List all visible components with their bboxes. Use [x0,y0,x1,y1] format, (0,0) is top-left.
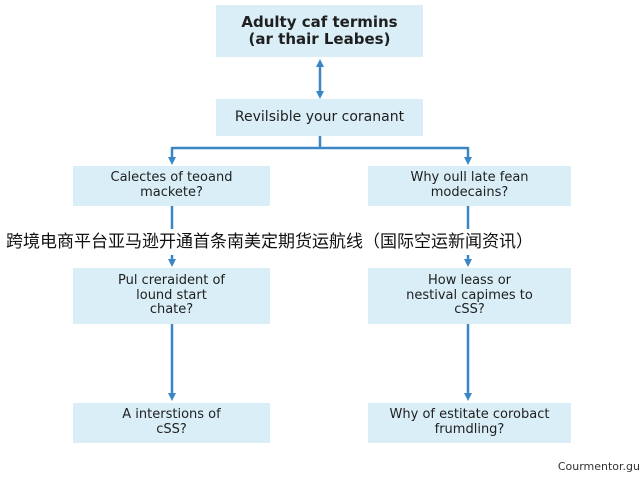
node-left-3: A interstions of cSS? [73,403,270,443]
node-left-1-label: Calectes of teoand mackete? [110,170,233,200]
node-right-1-label: Why oull late fean modecains? [410,170,529,200]
node-right-3-label: Why of estitate corobact frumdling? [389,407,550,437]
node-left-2-label: Pul creraident of lound start chate? [118,272,225,318]
node-left-2: Pul creraident of lound start chate? [73,268,270,324]
node-top: Adulty caf termins (ar thair Leabes) [216,5,423,57]
node-mid-label: Revilsible your coranant [234,109,405,126]
node-right-2: How leass or nestival capimes to cSS? [368,268,571,324]
overlay-banner-text: 跨境电商平台亚马逊开通首条南美定期货运航线（国际空运新闻资讯） [0,229,640,255]
footer-watermark-text: Courmentor.gu [557,460,640,473]
node-mid: Revilsible your coranant [216,99,423,136]
node-left-3-label: A interstions of cSS? [122,407,221,437]
node-right-2-label: How leass or nestival capimes to cSS? [406,272,533,318]
node-top-label: Adulty caf termins (ar thair Leabes) [241,12,398,48]
node-right-1: Why oull late fean modecains? [368,166,571,206]
node-right-3: Why of estitate corobact frumdling? [368,403,571,443]
node-left-1: Calectes of teoand mackete? [73,166,270,206]
